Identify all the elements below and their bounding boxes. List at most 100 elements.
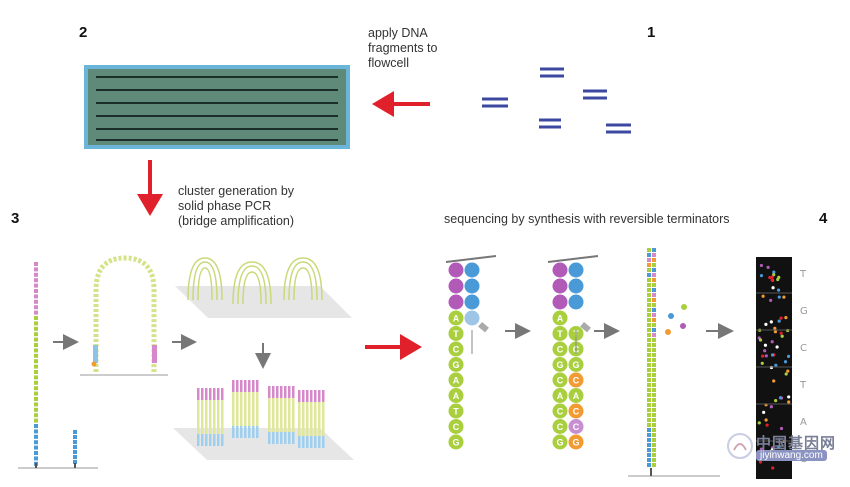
fluorescent-spot (786, 354, 791, 358)
caption-cluster-generation: cluster generation by solid phase PCR (b… (178, 184, 295, 228)
strand-bead (34, 294, 38, 299)
tall-strand-bead (647, 378, 651, 382)
cluster-strand (280, 386, 283, 398)
tall-strand-bead (652, 403, 656, 407)
strand-bead (34, 434, 38, 439)
strand-bead (34, 424, 38, 428)
tall-strand-bead (647, 333, 651, 337)
cluster-strand (248, 380, 251, 392)
template-base-bead (448, 388, 464, 403)
tall-strand-bead (647, 353, 651, 357)
tall-strand-bead (647, 463, 651, 467)
incorporated-base-letter: G (572, 360, 579, 370)
fluorescent-spot (786, 328, 790, 333)
tall-strand-bead (652, 373, 656, 377)
free-nucleotides (665, 304, 687, 335)
cluster-strand (322, 390, 325, 402)
tall-strand-bead (652, 298, 656, 302)
tall-strand-bead (652, 418, 656, 422)
base-letter: G (452, 438, 459, 448)
cluster-strand (252, 392, 255, 426)
fluorescent-spot (783, 360, 788, 364)
cluster-strand (268, 386, 271, 398)
cluster-strand (302, 390, 305, 402)
base-letter: A (453, 391, 460, 401)
tall-strand-bead (647, 398, 651, 402)
tall-strand-bead (652, 378, 656, 382)
strand-bead (34, 391, 38, 396)
tall-strand-bead (652, 293, 656, 297)
primer-bead (448, 278, 464, 294)
tall-strand-bead (647, 248, 651, 252)
cluster-strand (213, 388, 216, 400)
strand-bead (34, 397, 38, 401)
cluster-strand (284, 386, 287, 398)
tall-strand-bead (652, 283, 656, 287)
cluster-strand (298, 390, 301, 402)
tall-strand-bead (647, 393, 651, 397)
primer-bead (448, 294, 464, 310)
tall-strand-bead (647, 363, 651, 367)
fluorescent-spot (765, 423, 769, 427)
cluster-strand (236, 426, 239, 438)
tall-strand-bead (652, 368, 656, 372)
tall-strand-bead (652, 338, 656, 342)
template-bead (568, 278, 584, 294)
strand-bead (34, 272, 38, 277)
cluster-strand (288, 432, 291, 444)
cluster-strand (232, 392, 235, 426)
tall-strand-bead (652, 258, 656, 262)
tall-strand-bead (647, 293, 651, 297)
tall-strand-bead (652, 288, 656, 292)
strand-bead (34, 353, 38, 358)
cluster-strand (221, 388, 224, 400)
cluster-strand (314, 390, 317, 402)
tall-strand-bead (652, 463, 656, 467)
strand-bead (34, 283, 38, 288)
tall-strand-bead (652, 448, 656, 452)
strand-bead (73, 440, 77, 444)
tall-strand-bead (647, 438, 651, 442)
tall-strand-bead (647, 323, 651, 327)
fluorescent-spot (758, 338, 763, 342)
cluster-strand (213, 400, 216, 434)
cluster-strand (209, 434, 212, 446)
cluster-strand (322, 436, 325, 448)
cluster-strand (252, 426, 255, 438)
cluster-strand (201, 434, 204, 446)
fluorescent-spot (761, 294, 765, 298)
strand-bead (73, 430, 77, 434)
step-number-2: 2 (79, 24, 88, 41)
tall-strand-bead (647, 368, 651, 372)
fluorescent-spot (774, 398, 778, 403)
strand-bead (34, 407, 38, 412)
fluorescent-spot (779, 331, 783, 335)
fluorescent-spot (787, 400, 791, 404)
tall-strand-bead (652, 438, 656, 442)
strand-bead (34, 402, 38, 407)
incorporated-base-letter: A (573, 391, 580, 401)
base-letter: T (557, 329, 563, 339)
template-base-bead (552, 326, 568, 341)
cluster-strand (306, 402, 309, 436)
image-label-2: G (800, 306, 808, 317)
tall-strand-bead (647, 313, 651, 317)
template-bead (568, 294, 584, 310)
strand-bead (34, 364, 38, 369)
cluster-strand (298, 436, 301, 448)
fluorescent-spot (772, 379, 776, 383)
tall-strand-bead (652, 428, 656, 432)
tall-strand-bead (652, 313, 656, 317)
fluorescent-spot (758, 460, 763, 464)
fluorescent-spot (772, 273, 776, 277)
tall-strand-bead (652, 248, 656, 252)
cluster-strand (302, 402, 305, 436)
base-letter: C (557, 422, 564, 432)
tall-strand-bead (647, 418, 651, 422)
template-base-bead (552, 434, 568, 450)
tall-strand-bead (652, 278, 656, 282)
tall-strand-bead (652, 423, 656, 427)
base-letter: A (453, 376, 460, 386)
fluorescent-spot (784, 315, 788, 320)
